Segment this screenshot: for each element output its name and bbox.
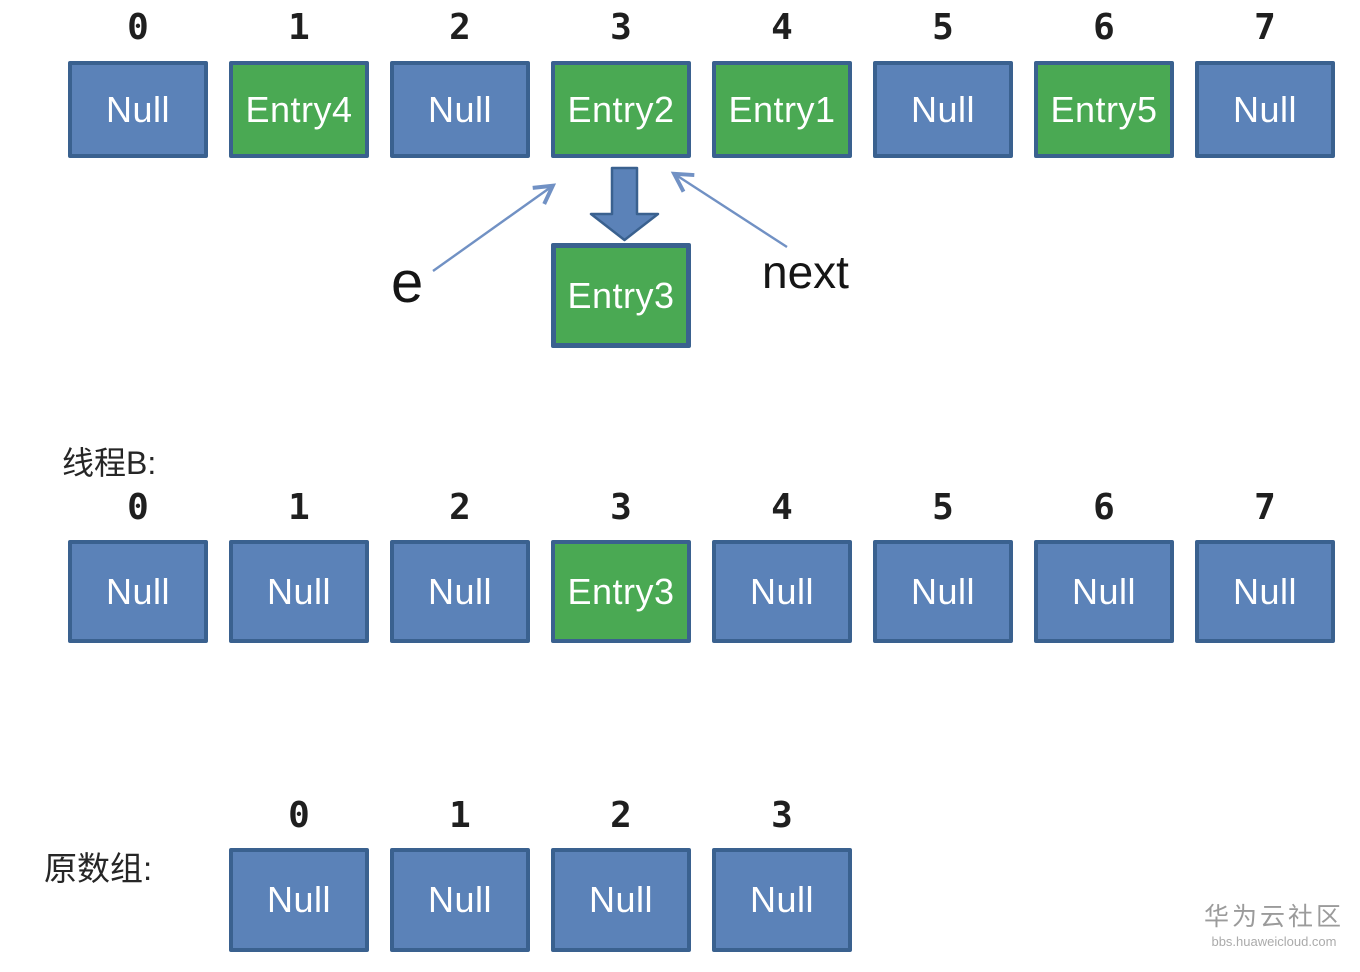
array-cell: Entry5 — [1034, 61, 1174, 158]
next-pointer-arrow-icon — [670, 171, 788, 249]
array-cell: Null — [229, 848, 369, 952]
array-cell: Null — [229, 540, 369, 643]
pointer-e-label: e — [391, 250, 424, 315]
index-label: 0 — [127, 487, 149, 528]
array-cell: Null — [68, 61, 208, 158]
top-array-index-row: 0 1 2 3 4 5 6 7 — [68, 8, 1335, 48]
watermark: 华为云社区 bbs.huaweicloud.com — [1204, 902, 1344, 950]
array-cell: Null — [390, 61, 530, 158]
index-label: 1 — [288, 487, 310, 528]
index-label: 7 — [1254, 487, 1276, 528]
original-array-index-row: 0 1 2 3 — [229, 796, 852, 836]
array-cell: Null — [1195, 540, 1335, 643]
array-cell: Entry3 — [551, 540, 691, 643]
array-cell: Null — [712, 848, 852, 952]
watermark-url: bbs.huaweicloud.com — [1211, 934, 1337, 949]
array-cell: Entry4 — [229, 61, 369, 158]
array-cell: Null — [1034, 540, 1174, 643]
index-label: 5 — [932, 487, 954, 528]
pointer-next-label: next — [762, 246, 849, 298]
index-label: 2 — [610, 795, 632, 836]
index-label: 4 — [771, 7, 793, 48]
index-label: 1 — [288, 7, 310, 48]
index-label: 3 — [610, 7, 632, 48]
index-label: 6 — [1093, 487, 1115, 528]
index-label: 5 — [932, 7, 954, 48]
array-cell: Entry2 — [551, 61, 691, 158]
index-label: 3 — [610, 487, 632, 528]
index-label: 2 — [449, 487, 471, 528]
array-cell: Null — [712, 540, 852, 643]
index-label: 1 — [449, 795, 471, 836]
array-cell: Null — [390, 540, 530, 643]
index-label: 0 — [127, 7, 149, 48]
thread-b-title: 线程B: — [62, 445, 157, 481]
thread-b-array-row: Null Null Null Entry3 Null Null Null Nul… — [68, 540, 1335, 643]
array-cell: Null — [551, 848, 691, 952]
detached-entry-node: Entry3 — [551, 243, 691, 348]
array-cell: Null — [390, 848, 530, 952]
index-label: 0 — [288, 795, 310, 836]
original-array-row: Null Null Null Null — [229, 848, 852, 952]
array-cell: Null — [68, 540, 208, 643]
e-pointer-arrow-icon — [432, 183, 557, 272]
index-label: 6 — [1093, 7, 1115, 48]
index-label: 2 — [449, 7, 471, 48]
index-label: 3 — [771, 795, 793, 836]
array-cell: Null — [873, 61, 1013, 158]
original-array-title: 原数组: — [44, 850, 153, 887]
thread-b-index-row: 0 1 2 3 4 5 6 7 — [68, 488, 1335, 528]
watermark-title: 华为云社区 — [1203, 903, 1344, 931]
top-array-row: Null Entry4 Null Entry2 Entry1 Null Entr… — [68, 61, 1335, 158]
down-arrow-icon — [589, 166, 660, 242]
array-cell: Entry1 — [712, 61, 852, 158]
index-label: 4 — [771, 487, 793, 528]
array-cell: Null — [873, 540, 1013, 643]
array-cell: Null — [1195, 61, 1335, 158]
index-label: 7 — [1254, 7, 1276, 48]
